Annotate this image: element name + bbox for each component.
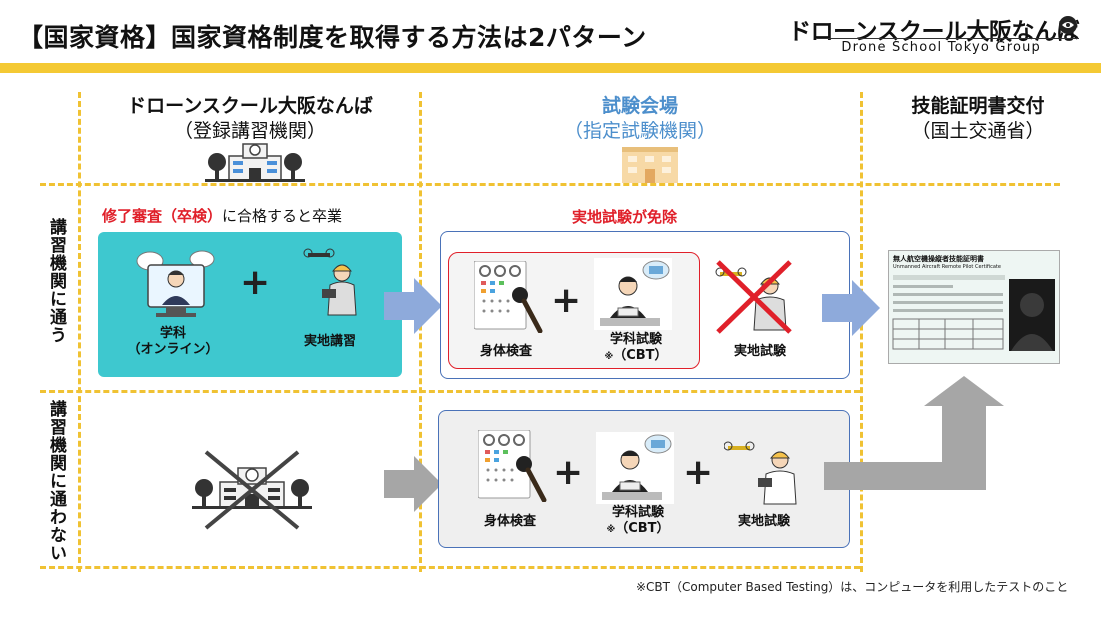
graduation-note: 修了審査（卒検）に合格すると卒業 [102,207,343,225]
logo-subtext: Drone School Tokyo Group [841,40,1041,55]
certificate-subtitle: Unmanned Aircraft Remote Pilot Certifica… [893,264,1001,270]
certificate-icon [892,275,1055,351]
grid-line-v1 [78,92,81,572]
logo-text: ドローンスクール大阪なんば [788,19,1079,45]
row-label-not-attend: 講習機関に通わない [46,400,66,562]
physical-exam-label: 身体検査 [483,514,536,529]
cross-mark-icon [715,260,792,334]
plus-sign: + [683,452,714,493]
arrow-right-gray [384,456,442,512]
building-icon [205,143,305,182]
online-lecture-icon [136,250,215,317]
plus-sign: + [551,280,582,321]
grid-line-v2 [419,92,422,572]
arrow-right-blue [384,278,442,334]
building-crossed-icon [192,450,312,530]
written-exam-label: 学科試験 ※（CBT） [606,505,670,536]
row-label-attend: 講習機関に通う [46,218,66,344]
certificate-title: 無人航空機操縦者技能証明書 [893,255,984,263]
column-header-exam-site: 試験会場 （指定試験機関） [563,95,716,142]
logo-emblem-icon [1059,16,1077,34]
certificate-card: 無人航空機操縦者技能証明書 Unmanned Aircraft Remote P… [888,250,1060,364]
grid-line-h1 [40,183,1060,186]
exam-building-icon [622,147,678,183]
practical-exam-label: 実地試験 [737,514,790,529]
grid-line-h2 [40,390,860,393]
grid-line-v3 [860,92,863,572]
eye-chart-icon [474,261,543,333]
logo-divider [817,38,1079,39]
plus-sign: + [240,262,271,303]
grid-line-h3 [40,566,860,569]
footnote: ※CBT（Computer Based Testing）は、コンピュータを利用し… [636,580,1069,594]
academic-label: 学科（オンライン） [127,326,219,357]
practical-exam-label: 実地試験 [733,344,786,359]
page-title: 【国家資格】国家資格制度を取得する方法は2パターン [18,23,647,52]
header-accent-bar [0,63,1101,73]
column-header-certificate: 技能証明書交付 （国土交通省） [911,95,1045,142]
exemption-note: 実地試験が免除 [572,208,678,226]
written-exam-label: 学科試験 ※（CBT） [604,332,668,363]
drone-pilot-icon [303,248,357,316]
plus-sign: + [553,452,584,493]
column-header-school: ドローンスクール大阪なんば （登録講習機関） [127,95,373,142]
arrow-right-blue [822,280,880,336]
practical-training-label: 実地講習 [303,334,356,349]
arrow-elbow-gray [824,376,1004,490]
cbt-exam-icon [594,258,672,330]
physical-exam-label: 身体検査 [479,344,532,359]
drone-pilot-icon [724,441,797,505]
cbt-exam-icon [596,432,674,504]
eye-chart-icon [478,430,547,502]
